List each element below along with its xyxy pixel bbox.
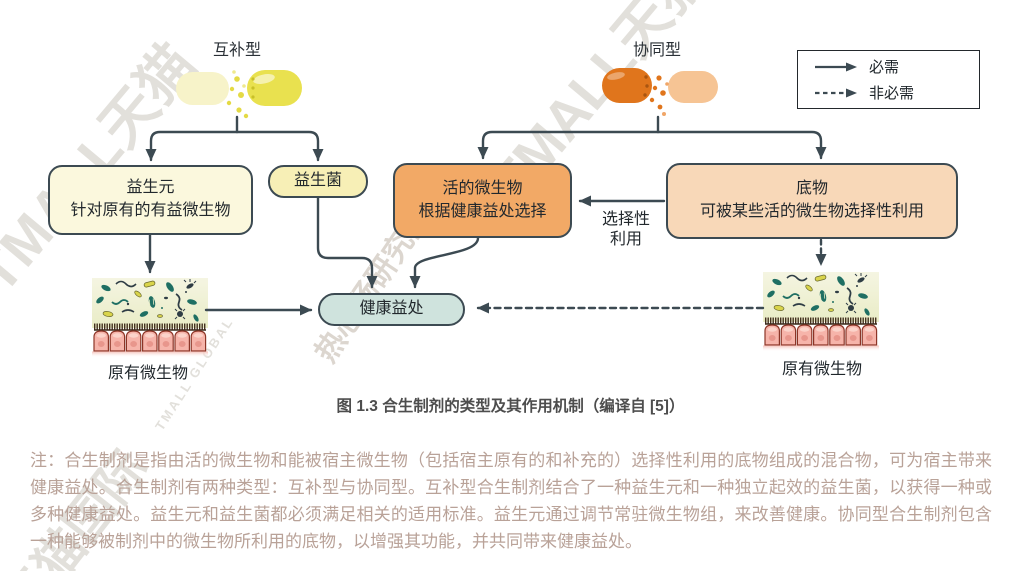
label-synergistic-type: 协同型 [632, 42, 681, 59]
capsule-yellow-icon [176, 70, 302, 119]
label-native-microbes-right: 原有微生物 [781, 361, 862, 378]
figure-caption: 图 1.3 合生制剂的类型及其作用机制（编译自 [5]） [336, 398, 685, 415]
box-prebiotic: 益生元 针对原有的有益微生物 [48, 165, 253, 235]
box-prebiotic-title: 益生元 [126, 179, 175, 197]
box-substrate: 底物 可被某些活的微生物选择性利用 [666, 163, 958, 239]
label-complementary-type: 互补型 [212, 42, 261, 59]
legend-nonessential-label: 非必需 [869, 85, 915, 102]
box-live-microbes-title: 活的微生物 [442, 179, 523, 197]
label-native-microbes-left: 原有微生物 [107, 365, 188, 382]
legend-essential-label: 必需 [869, 59, 900, 76]
arrow-probiotic-to-benefit [316, 196, 378, 289]
box-substrate-title: 底物 [795, 180, 828, 198]
solid-arrow-icon [815, 62, 857, 71]
box-health-benefit-label: 健康益处 [359, 300, 424, 318]
label-selective-use-line1: 选择性 [601, 211, 650, 228]
arrow-to-live-microbes [477, 130, 660, 160]
arrow-to-probiotic [235, 130, 324, 162]
box-probiotic-label: 益生菌 [293, 172, 342, 190]
figure-note: 注：合生制剂是指由活的微生物和能被宿主微生物（包括宿主原有的和补充的）选择性利用… [30, 451, 992, 551]
legend-row-essential: 必需 [813, 56, 979, 77]
box-health-benefit: 健康益处 [318, 293, 465, 326]
legend-row-nonessential: 非必需 [813, 82, 979, 103]
label-selective-use-line2: 利用 [609, 231, 642, 248]
label-selective-use: 选择性 利用 [593, 210, 659, 250]
box-substrate-subtitle: 可被某些活的微生物选择性利用 [699, 203, 924, 220]
legend-box: 必需 非必需 [797, 50, 980, 109]
flow-arrows [144, 115, 827, 316]
arrow-to-prebiotic [145, 130, 239, 162]
gut-microbiome-left [92, 278, 208, 358]
gut-microbiome-right [763, 272, 879, 352]
dashed-arrow-icon [815, 88, 857, 97]
capsule-orange-icon [602, 68, 718, 116]
box-live-microbes-subtitle: 根据健康益处选择 [418, 202, 547, 220]
arrow-live-to-benefit [409, 236, 480, 289]
box-probiotic: 益生菌 [268, 165, 368, 198]
box-prebiotic-subtitle: 针对原有的有益微生物 [70, 202, 231, 219]
arrow-to-substrate [656, 130, 827, 160]
box-live-microbes: 活的微生物 根据健康益处选择 [393, 163, 572, 238]
